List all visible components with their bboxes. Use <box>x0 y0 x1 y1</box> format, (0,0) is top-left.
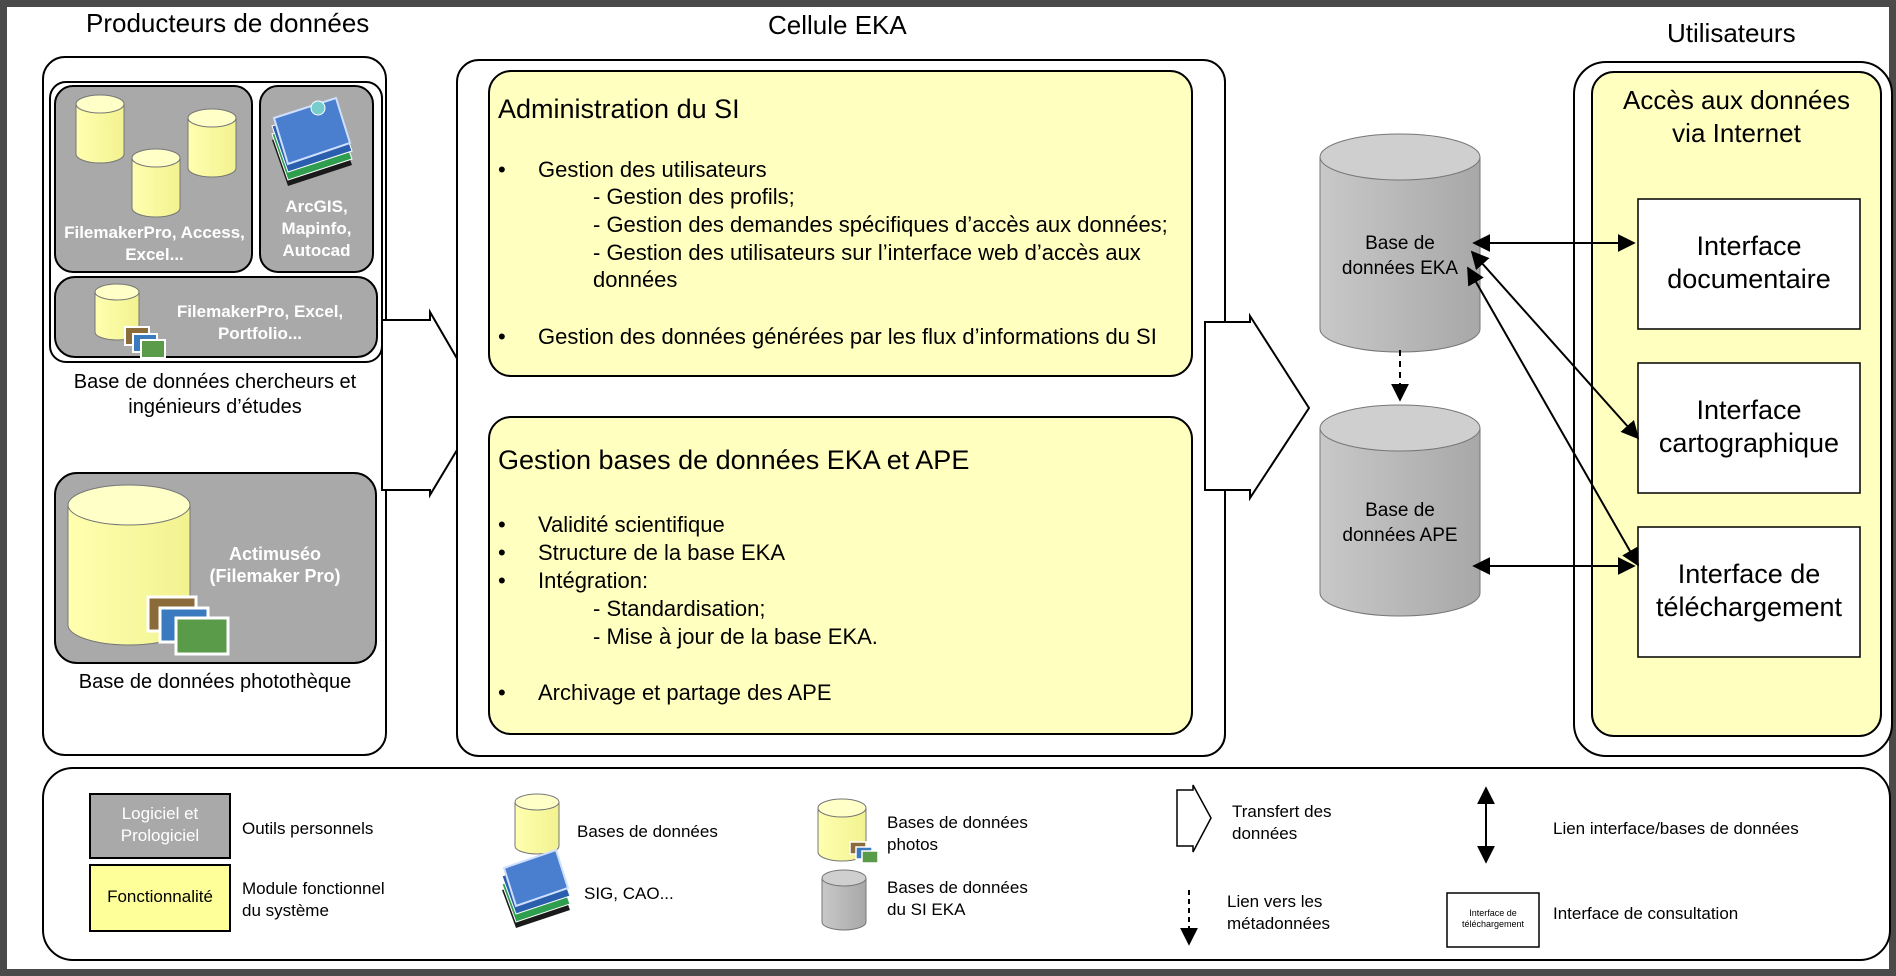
legend-db-desc: Bases de données <box>577 822 718 841</box>
users-header: Utilisateurs <box>1667 18 1796 48</box>
gestion-bullet: • <box>498 512 506 537</box>
link-arrow-eka-download <box>1467 266 1639 567</box>
legend-transfer-arrow <box>1176 784 1212 853</box>
phototheque-caption: Base de données photothèque <box>78 671 352 693</box>
internet-access-title: Accès aux données via Internet <box>1623 85 1850 148</box>
gis-software-label: ArcGIS, Mapinfo, Autocad <box>281 197 352 260</box>
legend-gis-icon <box>501 848 571 928</box>
gestion-sub-standardisation: - Standardisation; <box>593 596 766 621</box>
admin-sub-requests: - Gestion des demandes spécifiques d’acc… <box>593 212 1168 237</box>
gestion-bullet: • <box>498 540 506 565</box>
gestion-item-structure: Structure de la base EKA <box>538 540 786 565</box>
ape-db-label: Base de données APE <box>1342 500 1458 546</box>
legend-function-box <box>89 864 231 932</box>
admin-bullet: • <box>498 157 506 182</box>
gis-layers-icon <box>271 96 353 186</box>
admin-sub-web-users: - Gestion des utilisateurs sur l’interfa… <box>593 240 1141 265</box>
legend-metadata-desc: Lien vers les métadonnées <box>1227 892 1331 933</box>
gestion-bullet: • <box>498 568 506 593</box>
admin-sub-web-users-cont: données <box>593 267 678 292</box>
legend-gis-desc: SIG, CAO... <box>584 884 674 903</box>
photos-icon <box>124 326 166 359</box>
legend-panel <box>42 767 1891 961</box>
legend-photo-db-desc: Bases de données photos <box>887 813 1028 854</box>
legend-software-desc: Outils personnels <box>242 819 374 838</box>
gestion-db-box <box>488 416 1193 735</box>
photo-db-small-label: FilemakerPro, Excel, Portfolio... <box>176 302 344 343</box>
gestion-bullet: • <box>498 680 506 705</box>
documentary-interface-box[interactable] <box>1637 198 1861 330</box>
gestion-item-validity: Validité scientifique <box>538 512 725 537</box>
download-interface-box[interactable] <box>1637 526 1861 658</box>
admin-title: Administration du SI <box>498 94 740 124</box>
transfer-arrow <box>1204 312 1311 502</box>
office-db-label: FilemakerPro, Access, Excel... <box>64 223 245 264</box>
gestion-sub-update: - Mise à jour de la base EKA. <box>593 624 878 649</box>
legend-link-desc: Lien interface/bases de données <box>1553 819 1799 838</box>
producers-header: Producteurs de données <box>86 8 370 38</box>
gestion-title: Gestion bases de données EKA et APE <box>498 445 970 475</box>
eka-database <box>1319 133 1481 353</box>
legend-mini-interface-label: Interface de téléchargement <box>1461 908 1525 929</box>
cartographic-interface-label: Interface cartographique <box>1658 395 1840 458</box>
researcher-db-caption: Base de données chercheurs et ingénieurs… <box>73 371 357 418</box>
admin-si-box <box>488 70 1193 377</box>
database-icon <box>187 108 237 178</box>
actimuseo-label: Actimuséo (Filemaker Pro) <box>209 544 341 586</box>
legend-si-db-desc: Bases de données du SI EKA <box>887 878 1028 919</box>
cell-eka-header: Cellule EKA <box>768 10 907 40</box>
gestion-item-integration: Intégration: <box>538 568 649 593</box>
admin-item-users: Gestion des utilisateurs <box>538 157 767 182</box>
legend-software-box-label: Logiciel et Prologiciel <box>120 804 200 845</box>
legend-software-box <box>89 793 231 859</box>
admin-item-flows: Gestion des données générées par les flu… <box>538 324 1157 349</box>
database-icon <box>131 148 181 218</box>
download-interface-label: Interface de téléchargement <box>1655 559 1843 622</box>
ape-database <box>1319 404 1481 617</box>
legend-transfer-desc: Transfert des données <box>1232 802 1332 843</box>
gestion-item-archive: Archivage et partage des APE <box>538 680 832 705</box>
legend-photo-db-icon <box>817 798 879 864</box>
legend-si-db-icon <box>821 869 867 931</box>
legend-database-icon <box>514 793 560 855</box>
legend-function-desc: Module fonctionnel du système <box>242 879 385 920</box>
legend-consult-desc: Interface de consultation <box>1553 904 1739 923</box>
photos-icon <box>146 595 230 656</box>
legend-mini-interface-box <box>1446 892 1540 948</box>
legend-function-box-label: Fonctionnalité <box>107 887 213 906</box>
admin-bullet: • <box>498 324 506 349</box>
database-icon <box>75 94 125 164</box>
eka-db-label: Base de données EKA <box>1341 233 1459 279</box>
documentary-interface-label: Interface documentaire <box>1667 231 1831 294</box>
admin-sub-profiles: - Gestion des profils; <box>593 184 795 209</box>
